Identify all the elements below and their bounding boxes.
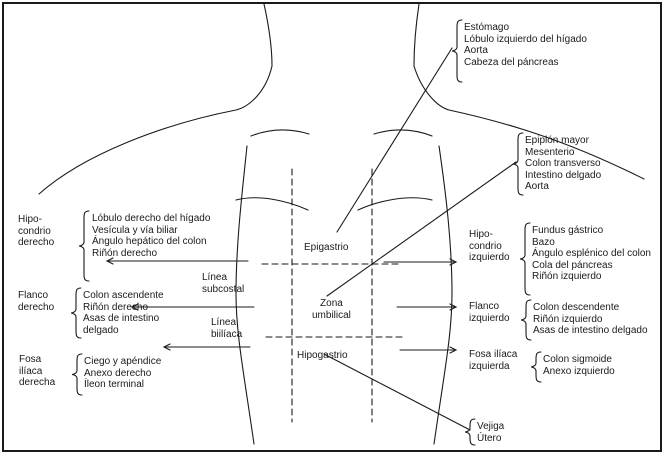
text-line: subcostal xyxy=(202,284,244,296)
clavicle-left xyxy=(251,130,309,136)
text-line: umbilical xyxy=(312,310,351,322)
brace-flanco-derecho xyxy=(71,288,81,338)
torso-side-left xyxy=(236,146,254,444)
text-line: Ángulo esplénico del colon xyxy=(532,248,651,260)
text-line: Flanco xyxy=(18,290,54,302)
text-line: Asas de intestino delgado xyxy=(533,325,648,337)
text-line: ilíaca xyxy=(19,366,55,378)
text-line: Íleon terminal xyxy=(84,379,161,391)
brace-hipocondrio-izquierdo xyxy=(520,223,530,295)
text-line: Aorta xyxy=(525,181,601,193)
text-line: Línea xyxy=(211,317,242,329)
text-line: Hipo- xyxy=(18,214,54,226)
text-line: izquierdo xyxy=(469,313,510,325)
text-line: Aorta xyxy=(464,45,587,57)
text-line: Riñón derecho xyxy=(83,302,164,314)
leader-epigastrio xyxy=(337,48,452,232)
text-line: Intestino delgado xyxy=(525,170,601,182)
text-line: Fosa ilíaca xyxy=(469,349,517,361)
text-line: derecho xyxy=(18,237,54,249)
text-line: Anexo izquierdo xyxy=(543,366,615,378)
text-line: Colon transverso xyxy=(525,158,601,170)
brace-hipocondrio-derecho xyxy=(79,211,89,281)
text-line: Estómago xyxy=(464,22,587,34)
brace-epigastrio xyxy=(452,20,462,82)
text-line: izquierdo xyxy=(469,252,510,264)
text-line: delgado xyxy=(83,325,164,337)
text-line: Cabeza del páncreas xyxy=(464,57,587,69)
pectoral-left xyxy=(236,198,308,210)
text-line: Fundus gástrico xyxy=(532,225,651,237)
brace-umbilical xyxy=(513,133,523,195)
text-line: Bazo xyxy=(532,237,651,249)
text-line: Flanco xyxy=(469,301,510,313)
neck-shoulder-left xyxy=(39,4,272,194)
text-line: Hipo- xyxy=(469,229,510,241)
text-line: Vejiga xyxy=(477,421,504,433)
text-line: Cola del páncreas xyxy=(532,260,651,272)
text-line: Línea xyxy=(202,272,244,284)
pectoral-right xyxy=(358,198,432,210)
text-line: Útero xyxy=(477,433,504,445)
leader-hipogastrio xyxy=(324,354,470,430)
text-line: Colon sigmoide xyxy=(543,354,615,366)
text-line: Ángulo hepático del colon xyxy=(92,236,210,248)
text-line: biilíaca xyxy=(211,329,242,341)
text-line: izquierda xyxy=(469,361,517,373)
text-line: derecho xyxy=(18,302,54,314)
text-line: Lóbulo derecho del hígado xyxy=(92,213,210,225)
brace-flanco-izquierdo xyxy=(521,300,531,340)
text-line: Riñón izquierdo xyxy=(532,271,651,283)
region-hipogastrio: Hipogastrio xyxy=(297,350,348,362)
brace-hipogastrio xyxy=(465,419,475,445)
brace-fosa-iliaca-izquierda xyxy=(531,352,541,382)
text-line: condrio xyxy=(469,241,510,253)
region-epigastrio: Epigastrio xyxy=(304,242,348,254)
text-line: Colon ascendente xyxy=(83,290,164,302)
brace-fosa-iliaca-derecha xyxy=(72,354,82,395)
torso-side-right xyxy=(434,146,452,444)
text-line: Vesícula y vía biliar xyxy=(92,225,210,237)
text-line: Colon descendente xyxy=(533,302,648,314)
text-line: Lóbulo izquierdo del hígado xyxy=(464,34,587,46)
text-line: Anexo derecho xyxy=(84,368,161,380)
text-line: derecha xyxy=(19,377,55,389)
text-line: Zona xyxy=(312,298,351,310)
text-line: Riñón izquierdo xyxy=(533,314,648,326)
text-line: Asas de intestino xyxy=(83,313,164,325)
text-line: Riñón derecho xyxy=(92,248,210,260)
text-line: Fosa xyxy=(19,354,55,366)
text-line: Epiplón mayor xyxy=(525,135,601,147)
text-line: condrio xyxy=(18,226,54,238)
text-line: Mesenterio xyxy=(525,147,601,159)
clavicle-right xyxy=(374,130,432,136)
text-line: Ciego y apéndice xyxy=(84,356,161,368)
